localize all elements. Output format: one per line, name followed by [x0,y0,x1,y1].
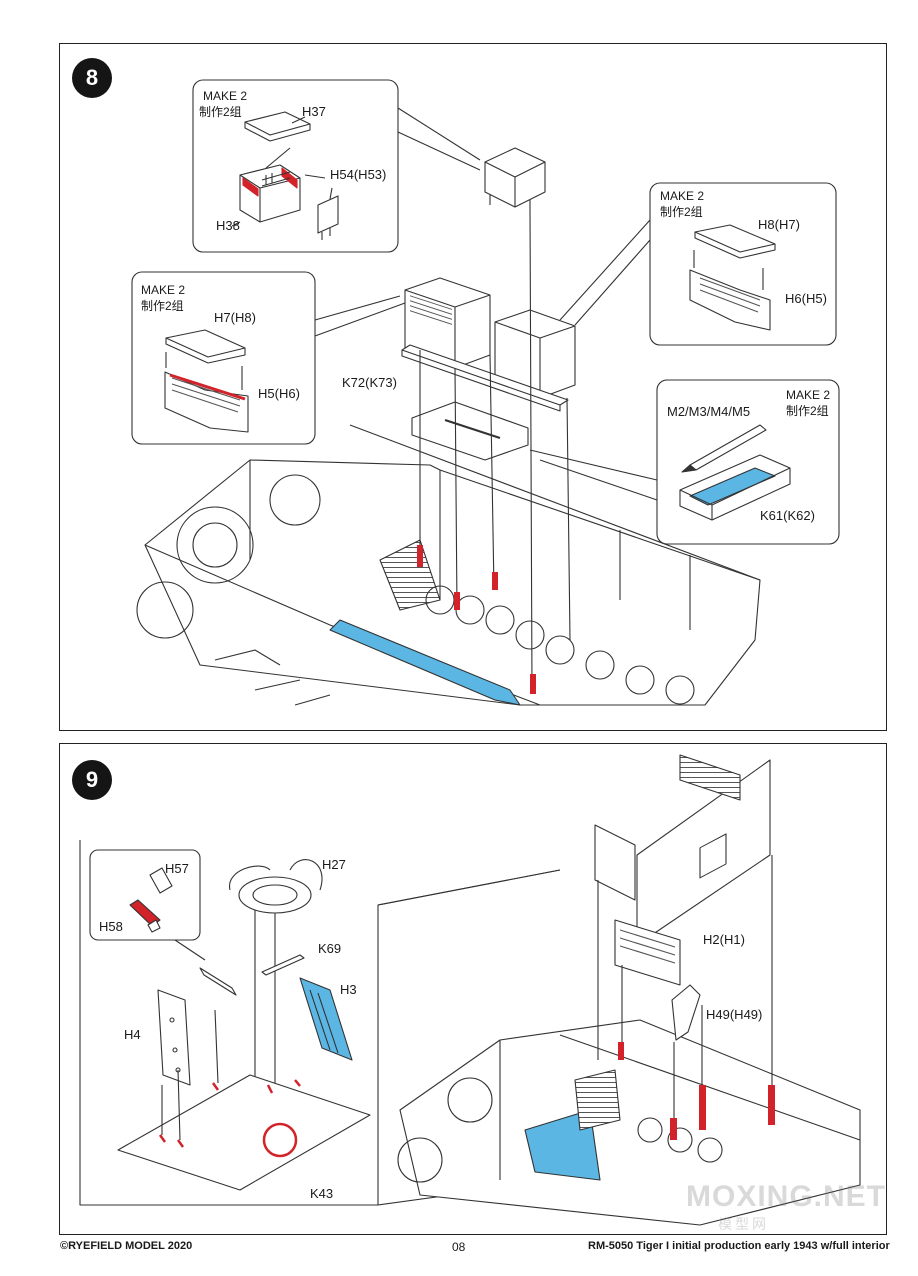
label-k69: K69 [318,941,342,956]
part-h6 [689,269,771,331]
callout-left-leader [314,295,406,337]
floor-plate-step9 [117,1074,371,1191]
label-h3: H3 [340,982,357,997]
label-h7: H7(H8) [214,310,256,325]
label-h8: H8(H7) [758,217,800,232]
part-h4 [157,989,191,1086]
ammo-tray [411,401,529,461]
footer-copyright: ©RYEFIELD MODEL 2020 [60,1240,193,1252]
callout-right-top-make: MAKE 2 [660,189,705,203]
callout-top-make-cn: 制作2组 [199,105,242,119]
label-h54: H54(H53) [330,167,387,182]
label-h6: H6(H5) [785,291,827,306]
callout-right-top-leader [559,219,651,326]
callout-top-leader [397,107,481,171]
rack-k72 [401,344,569,406]
label-k61: K61(K62) [760,508,815,523]
part-k69 [261,954,305,976]
callout-right-bottom-leader [529,449,658,501]
callout-h57-leader [174,939,206,961]
label-k43: K43 [310,1186,334,1201]
part-h27-ring [238,876,312,914]
step-9-badge: 9 [72,760,112,800]
callout-top-make: MAKE 2 [203,89,248,103]
engine-fan-right [269,474,321,526]
label-h5: H5(H6) [258,386,300,401]
sprocket [136,581,194,639]
step-8-badge: 8 [72,58,112,98]
label-k72: K72(K73) [342,375,397,390]
part-h54 [317,195,339,234]
part-h2 [614,919,681,986]
label-h38: H38 [216,218,240,233]
label-h37: H37 [302,104,326,119]
label-h58: H58 [99,919,123,934]
part-h49 [671,984,701,1041]
callout-right-bottom-make: MAKE 2 [786,388,831,402]
footer-model-title: RM-5050 Tiger I initial production early… [588,1240,890,1252]
footer-page-number: 08 [452,1240,466,1254]
callout-h57-box [89,849,201,941]
label-h4: H4 [124,1027,141,1042]
callout-right-top-make-cn: 制作2组 [660,205,703,219]
callout-left-make-cn: 制作2组 [141,299,184,313]
hull-interior-step8 [144,459,761,706]
label-m2-m5: M2/M3/M4/M5 [667,404,751,419]
label-h57: H57 [165,861,189,876]
watermark-main: MOXING.NET [686,1180,887,1213]
watermark-sub: 模型网 [718,1216,769,1232]
callout-right-bottom-make-cn: 制作2组 [786,404,829,418]
hull-blue-floor [329,619,521,706]
label-h49: H49(H49) [706,1007,763,1022]
label-h2: H2(H1) [703,932,745,947]
engine-fan-left [176,506,254,584]
callout-left-make: MAKE 2 [141,283,186,297]
callout-right-top-box [649,182,837,346]
label-h27: H27 [322,857,346,872]
hull-interior-step9 [399,1019,861,1226]
